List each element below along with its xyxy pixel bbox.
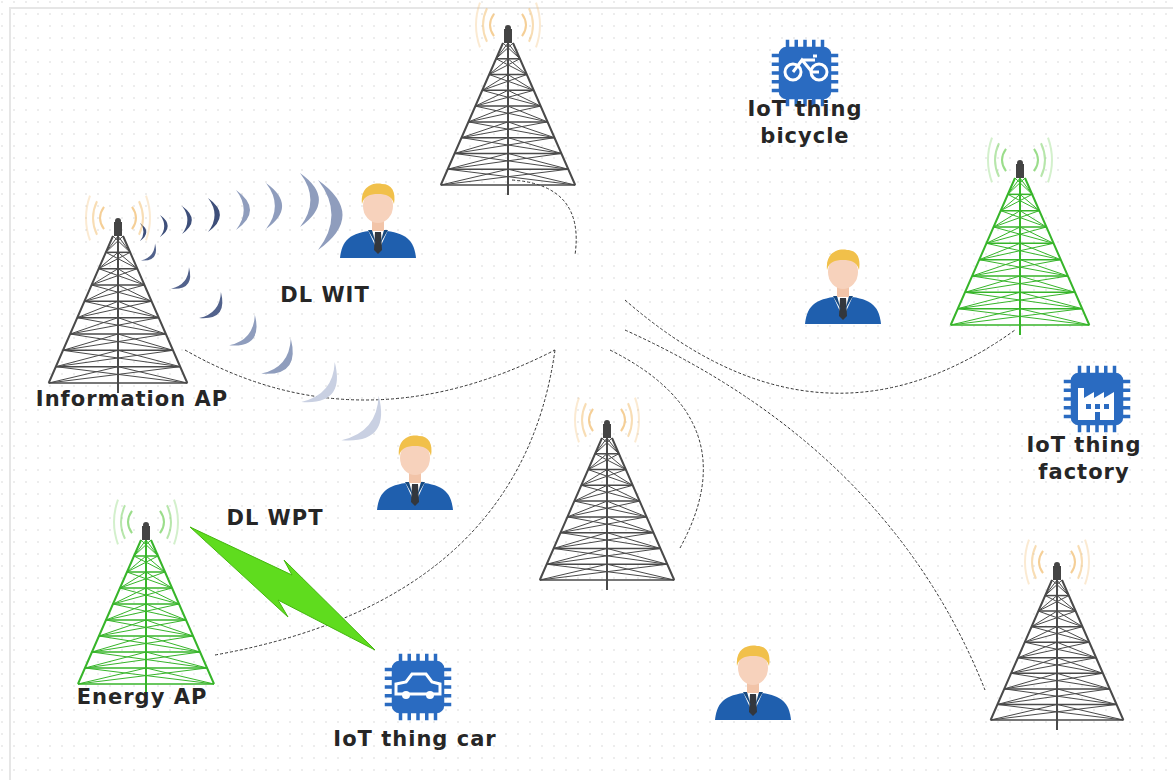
labelled-icon: Energy AP <box>77 684 208 711</box>
tower <box>951 138 1090 335</box>
signal-wave <box>301 362 348 414</box>
signal-wave <box>300 173 319 227</box>
link-label: DL WPT <box>226 506 323 530</box>
signal-wave <box>160 215 168 237</box>
signal-wave <box>229 315 265 355</box>
node-label: Information AP <box>36 386 228 413</box>
signal-wave <box>182 206 192 234</box>
signal-wave <box>266 183 282 229</box>
signal-wave <box>318 180 343 250</box>
link-label: DL WIT <box>280 283 369 307</box>
node-label: Energy AP <box>77 684 208 711</box>
signal-wave <box>341 396 394 453</box>
signal-wave <box>171 267 197 295</box>
tower <box>441 3 575 195</box>
labelled-icon: Information AP <box>36 386 228 413</box>
labelled-icon: IoT thing factory <box>999 432 1169 487</box>
signal-wave <box>141 244 161 266</box>
tower <box>540 398 674 590</box>
signal-wave <box>199 292 230 326</box>
labelled-icon: IoT thing bicycle <box>720 96 890 151</box>
node-label: IoT thing factory <box>999 432 1169 487</box>
signal-wave <box>236 190 250 230</box>
tower <box>49 196 188 393</box>
signal-wave <box>261 338 303 384</box>
node-label: IoT thing bicycle <box>720 96 890 151</box>
tower <box>991 540 1124 730</box>
labelled-icon: IoT thing car <box>330 726 500 753</box>
signal-wave <box>208 198 220 232</box>
node-label: IoT thing car <box>330 726 500 753</box>
